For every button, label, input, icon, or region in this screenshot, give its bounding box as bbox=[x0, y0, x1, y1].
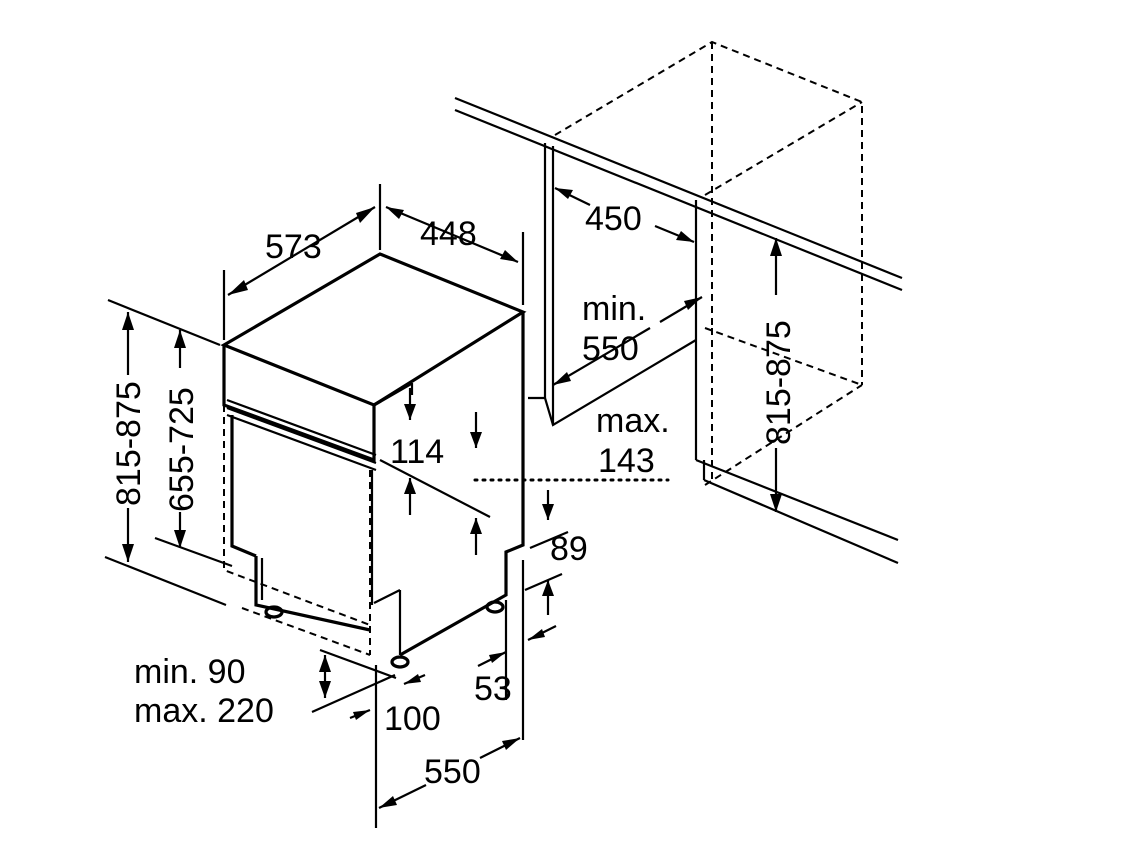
dim-655-725-label: 655-725 bbox=[163, 387, 201, 512]
dim-815-875-right-label: 815-875 bbox=[760, 320, 798, 445]
dim-plinth-label-line1: min. 90 bbox=[134, 653, 246, 691]
dim-min-550-label-line1: min. bbox=[582, 290, 646, 328]
dim-89-label: 89 bbox=[550, 530, 588, 568]
dim-815-875-left bbox=[104, 298, 227, 607]
dim-100 bbox=[349, 673, 426, 720]
dim-114-label: 114 bbox=[390, 433, 444, 471]
dim-max-143-label-line2: 143 bbox=[598, 442, 655, 480]
dim-815-875-left-label: 815-875 bbox=[110, 381, 148, 506]
dim-450-label: 450 bbox=[585, 200, 642, 238]
dim-100-label: 100 bbox=[384, 700, 441, 738]
dim-573-label: 573 bbox=[265, 228, 322, 266]
dim-plinth-label-line2: max. 220 bbox=[134, 692, 274, 730]
dim-448-label: 448 bbox=[420, 215, 477, 253]
dim-550-label: 550 bbox=[424, 753, 481, 791]
dishwasher-body bbox=[220, 252, 527, 669]
dim-53 bbox=[477, 600, 557, 700]
worktop bbox=[454, 96, 903, 292]
installation-niche bbox=[554, 40, 863, 486]
dim-655-725 bbox=[154, 330, 233, 568]
dim-550 bbox=[374, 560, 525, 828]
dim-450 bbox=[554, 187, 695, 244]
dim-89 bbox=[524, 490, 569, 615]
dim-min-550-label-line2: 550 bbox=[582, 330, 639, 368]
adjacent-cabinet-panel bbox=[528, 143, 899, 565]
dim-815-875-right bbox=[770, 238, 782, 512]
dim-573 bbox=[222, 184, 382, 340]
dim-min-550 bbox=[552, 296, 703, 386]
dim-448 bbox=[385, 205, 525, 305]
dim-plinth-height bbox=[311, 648, 397, 714]
dim-53-label: 53 bbox=[474, 670, 512, 708]
dim-max-143-label-line1: max. bbox=[596, 402, 670, 440]
dim-114 bbox=[379, 388, 491, 555]
